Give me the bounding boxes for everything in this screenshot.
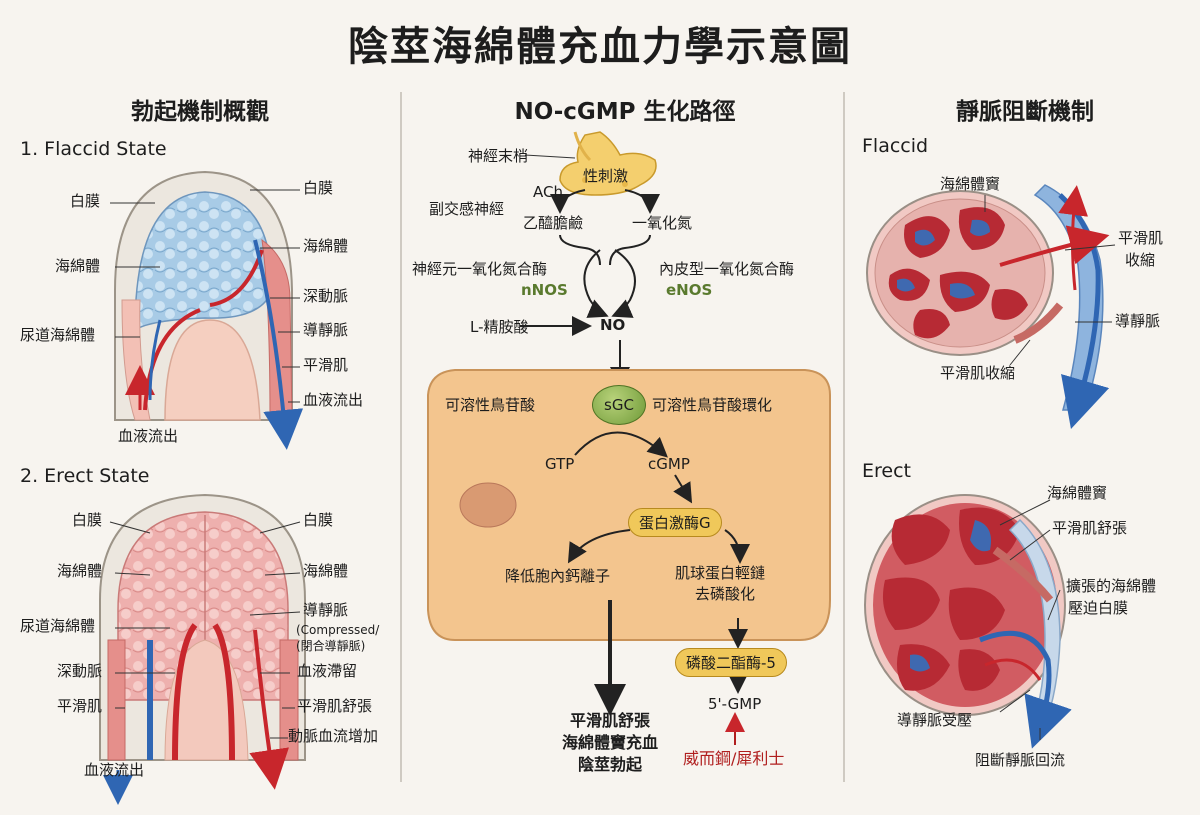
parasympathetic-label: 副交感神經 bbox=[429, 200, 505, 218]
erect-outflow-label: 血液流出 bbox=[84, 761, 145, 779]
flaccid-spongiosum-label: 尿道海綿體 bbox=[20, 326, 96, 344]
right-flaccid-sm-contract-2: 收縮 bbox=[1125, 251, 1156, 269]
flaccid-outflow-label-bottom: 血液流出 bbox=[118, 427, 179, 445]
erect-state-label: 2. Erect State bbox=[20, 465, 150, 487]
flaccid-cavernosum-label-right: 海綿體 bbox=[303, 237, 349, 255]
sgc-right-label: 可溶性鳥苷酸環化 bbox=[652, 396, 773, 414]
right-section-title: 靜脈阻斷機制 bbox=[956, 99, 1094, 125]
nnos-abbrev-label: nNOS bbox=[521, 281, 568, 299]
ach-label: ACh bbox=[533, 183, 563, 201]
erect-cavernosum-label-left: 海綿體 bbox=[57, 562, 103, 580]
left-section-title: 勃起機制概觀 bbox=[131, 99, 269, 125]
column-divider-left bbox=[400, 92, 402, 782]
erect-tunica-label-right: 白膜 bbox=[303, 511, 334, 529]
right-erect-vein-compressed-label: 導靜脈受壓 bbox=[897, 711, 973, 729]
sgc-left-label: 可溶性鳥苷酸 bbox=[445, 396, 536, 414]
l-arginine-label: L-精胺酸 bbox=[470, 318, 529, 336]
erect-cavernosum-label-right: 海綿體 bbox=[303, 562, 349, 580]
enos-name-label: 內皮型一氧化氮合酶 bbox=[659, 260, 795, 278]
flaccid-cross-section-illustration bbox=[99, 170, 306, 805]
erect-deep-artery-label: 深動脈 bbox=[57, 662, 103, 680]
nnos-name-label: 神經元一氧化氮合酶 bbox=[412, 260, 548, 278]
right-flaccid-sinusoid-label: 海綿體竇 bbox=[940, 175, 1001, 193]
erect-sm-relax-label: 平滑肌舒張 bbox=[297, 697, 373, 715]
outcome-line-3: 陰莖勃起 bbox=[577, 755, 642, 774]
pde5-inhibitor-label: 威而鋼/犀利士 bbox=[683, 749, 785, 768]
right-erect-label: Erect bbox=[862, 460, 911, 482]
mlc-label-2: 去磷酸化 bbox=[695, 585, 756, 603]
right-erect-compress-1: 擴張的海綿體 bbox=[1066, 577, 1157, 595]
sgc-enzyme: sGC bbox=[592, 385, 646, 425]
right-erect-sinusoid-label: 海綿體竇 bbox=[1047, 484, 1108, 502]
flaccid-tunica-label-left: 白膜 bbox=[70, 192, 101, 210]
flaccid-deep-artery-label: 深動脈 bbox=[303, 287, 349, 305]
5-gmp-label: 5'-GMP bbox=[708, 695, 762, 713]
erect-spongiosum-label: 尿道海綿體 bbox=[20, 617, 96, 635]
erect-tunica-label-left: 白膜 bbox=[72, 511, 103, 529]
right-flaccid-sm-contract-1: 平滑肌 bbox=[1118, 229, 1164, 247]
sexual-stimulus-label: 性刺激 bbox=[583, 167, 629, 185]
gtp-label: GTP bbox=[545, 455, 575, 473]
mlc-label-1: 肌球蛋白輕鏈 bbox=[675, 564, 766, 582]
right-flaccid-label: Flaccid bbox=[862, 135, 929, 157]
flaccid-emissary-vein-label: 導靜脈 bbox=[303, 321, 349, 339]
right-erect-compress-2: 壓迫白膜 bbox=[1068, 599, 1129, 617]
erect-compressed-label-2: (閉合導靜脈) bbox=[296, 639, 366, 653]
middle-section-title: NO-cGMP 生化路徑 bbox=[514, 99, 736, 125]
erect-smooth-muscle-label: 平滑肌 bbox=[57, 697, 103, 715]
outcome-line-2: 海綿體竇充血 bbox=[561, 733, 658, 752]
right-flaccid-sm-contract-label: 平滑肌收縮 bbox=[940, 364, 1016, 382]
right-erect-block-label: 阻斷靜脈回流 bbox=[975, 751, 1066, 769]
page-title: 陰莖海綿體充血力學示意圖 bbox=[348, 24, 852, 70]
nitric-oxide-label: 一氧化氮 bbox=[632, 214, 693, 232]
erect-compressed-label-1: (Compressed/ bbox=[296, 623, 380, 637]
flaccid-tunica-label-right: 白膜 bbox=[303, 179, 334, 197]
flaccid-smooth-muscle-label: 平滑肌 bbox=[303, 356, 349, 374]
nerve-ending-label: 神經末梢 bbox=[468, 147, 529, 165]
erect-emissary-vein-label: 導靜脈 bbox=[303, 601, 349, 619]
protein-kinase-g-pill: 蛋白激酶G bbox=[628, 508, 722, 537]
acetylcholine-label: 乙醯膽鹼 bbox=[523, 214, 584, 232]
enos-abbrev-label: eNOS bbox=[666, 281, 713, 299]
column-divider-right bbox=[843, 92, 845, 782]
flaccid-state-label: 1. Flaccid State bbox=[20, 138, 167, 160]
calcium-reduction-label: 降低胞內鈣離子 bbox=[505, 567, 611, 585]
right-flaccid-emissary-vein-label: 導靜脈 bbox=[1115, 312, 1161, 330]
erect-retention-label: 血液滯留 bbox=[297, 662, 358, 680]
pde5-pill: 磷酸二酯酶-5 bbox=[675, 648, 787, 677]
no-label: NO bbox=[600, 316, 626, 334]
right-erect-sm-relax-label: 平滑肌舒張 bbox=[1052, 519, 1128, 537]
flaccid-cavernosum-label-left: 海綿體 bbox=[55, 257, 101, 275]
erect-arterial-inflow-label: 動脈血流增加 bbox=[288, 727, 379, 745]
flaccid-outflow-label-right: 血液流出 bbox=[303, 391, 364, 409]
outcome-line-1: 平滑肌舒張 bbox=[569, 711, 650, 730]
cgmp-label: cGMP bbox=[648, 455, 690, 473]
